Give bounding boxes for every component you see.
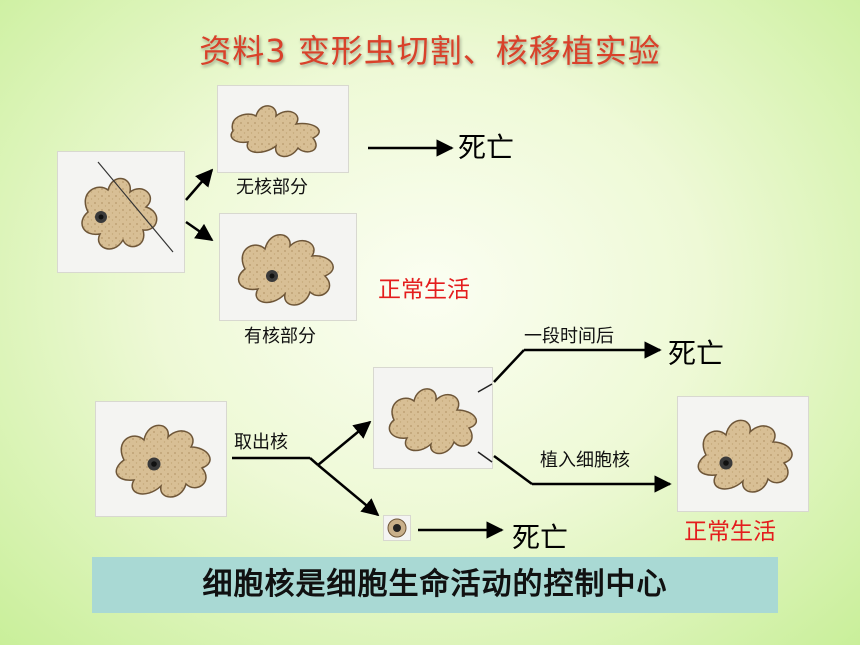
nucleus-only-image xyxy=(384,516,410,540)
line-after-time-diag xyxy=(493,349,525,383)
amoeba-enucleated-image xyxy=(374,368,492,468)
amoeba-no-nucleus-image xyxy=(218,86,348,172)
result-death-1: 死亡 xyxy=(458,131,515,164)
arrow-to-enucleated xyxy=(317,420,372,466)
amoeba-implanted-image xyxy=(678,397,808,511)
nucleus-part-label: 有核部分 xyxy=(244,326,316,347)
no-nucleus-label: 无核部分 xyxy=(236,177,308,198)
result-death-2: 死亡 xyxy=(668,337,725,370)
conclusion-banner: 细胞核是细胞生命活动的控制中心 xyxy=(92,557,778,613)
line-implant-diag xyxy=(493,454,533,486)
amoeba-whole-cut-image xyxy=(58,152,184,272)
line-branch-join xyxy=(309,457,319,466)
arrow-to-no-nucleus xyxy=(185,168,214,201)
amoeba-with-nucleus-image xyxy=(220,214,356,320)
result-death-3: 死亡 xyxy=(512,521,569,554)
result-normal-1: 正常生活 xyxy=(378,277,470,303)
page-title: 资料3 变形虫切割、核移植实验 xyxy=(199,32,661,70)
implant-nucleus-label: 植入细胞核 xyxy=(540,450,630,471)
amoeba-original-image xyxy=(96,402,226,516)
after-time-label: 一段时间后 xyxy=(524,326,614,347)
result-normal-2: 正常生活 xyxy=(684,519,776,545)
arrow-to-nucleus-only xyxy=(317,464,380,517)
remove-nucleus-label: 取出核 xyxy=(234,432,288,453)
arrow-to-nucleus-part xyxy=(185,220,214,242)
